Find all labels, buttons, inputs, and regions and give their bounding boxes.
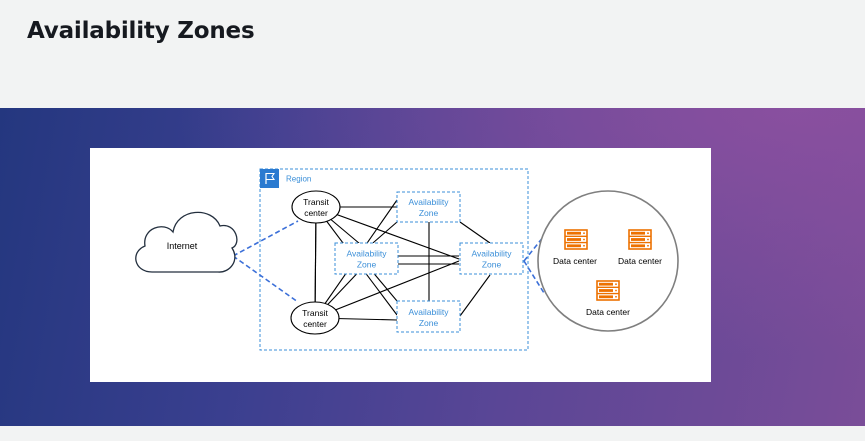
az-bottom-line2: Zone (419, 318, 439, 328)
az-left: Availability Zone (334, 242, 399, 275)
internet-cloud: Internet (135, 211, 238, 273)
az-right: Availability Zone (459, 242, 524, 275)
transit-top-line2: center (304, 208, 328, 218)
diagram-canvas: Region (135, 168, 679, 351)
transit-center-top: Transit center (291, 190, 341, 224)
region-label: Region (286, 175, 311, 184)
server-icon (596, 280, 620, 301)
server-icon (564, 229, 588, 250)
transit-center-bottom: Transit center (290, 301, 340, 335)
data-center-label-1: Data center (553, 256, 597, 266)
bottom-strip (0, 426, 865, 441)
data-center-group (537, 190, 679, 332)
az-right-line2: Zone (482, 260, 502, 270)
az-left-line2: Zone (357, 260, 377, 270)
page-title: Availability Zones (27, 18, 255, 44)
az-left-line1: Availability (346, 249, 387, 259)
availability-zones-diagram: Region (90, 148, 711, 382)
region-boundary (259, 168, 529, 351)
transit-bottom-line1: Transit (302, 308, 328, 318)
az-bottom-line1: Availability (408, 307, 449, 317)
server-icon (628, 229, 652, 250)
az-top-line1: Availability (408, 197, 449, 207)
az-right-line1: Availability (471, 249, 512, 259)
az-top-line2: Zone (419, 208, 439, 218)
data-center-label-2: Data center (618, 256, 662, 266)
transit-top-line1: Transit (303, 197, 329, 207)
internet-label: Internet (167, 241, 198, 251)
region-flag-icon (260, 169, 279, 188)
transit-bottom-line2: center (303, 319, 327, 329)
az-top: Availability Zone (396, 191, 461, 223)
data-center-label-3: Data center (586, 307, 630, 317)
az-bottom: Availability Zone (396, 300, 461, 333)
